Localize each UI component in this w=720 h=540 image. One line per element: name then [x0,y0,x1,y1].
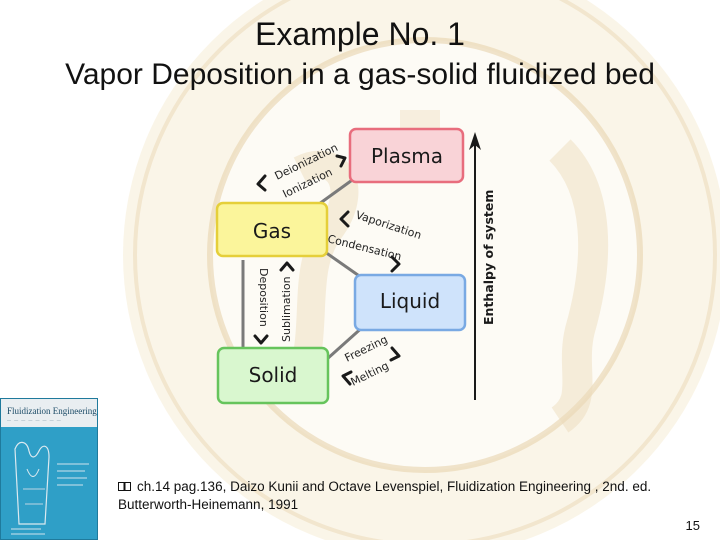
chevron-icons [253,154,401,386]
state-box-solid: Solid [216,346,330,405]
book-icon [118,482,131,491]
arrow-up-icon [469,132,481,150]
book-cover-title: Fluidization Engineering [7,406,97,416]
chevron-down-icon [253,334,269,345]
transition-melting: Melting [349,359,391,389]
transition-condensation: Condensation [326,232,403,263]
chevron-left-icon [341,370,353,386]
state-label-gas: Gas [253,219,291,243]
transition-deposition: Deposition [257,268,270,327]
axis-label-enthalpy: Enthalpy of system [481,190,496,325]
chevron-left-icon [256,174,267,192]
state-label-solid: Solid [249,363,298,387]
book-cover-header: Fluidization Engineering — — — — — — — — [1,399,97,427]
chevron-right-icon [390,255,401,273]
state-box-liquid: Liquid [353,273,467,332]
transition-sublimation: Sublimation [280,276,293,342]
reference-text: ch.14 pag.136, Daizo Kunii and Octave Le… [118,479,652,512]
state-label-plasma: Plasma [371,144,443,168]
state-label-liquid: Liquid [380,289,440,313]
enthalpy-axis: Enthalpy of system [469,132,496,400]
chevron-left-icon [339,210,350,228]
reference-citation: ch.14 pag.136, Daizo Kunii and Octave Le… [118,478,698,514]
chevron-right-icon [389,346,401,362]
book-cover-subtitle: — — — — — — — — [7,417,62,422]
state-box-plasma: Plasma [348,127,465,184]
state-box-gas: Gas [215,201,329,258]
phase-diagram: Plasma Gas Liquid Solid Deionization Ion [215,127,496,405]
chevron-right-icon [335,154,347,168]
slide-title: Example No. 1 [255,16,465,52]
transition-vaporization: Vaporization [354,208,423,241]
slide-subtitle: Vapor Deposition in a gas-solid fluidize… [65,58,655,91]
page-number: 15 [685,518,700,533]
chevron-up-icon [279,261,295,272]
book-cover-art [11,441,89,535]
book-cover-image: Fluidization Engineering — — — — — — — — [0,398,98,540]
